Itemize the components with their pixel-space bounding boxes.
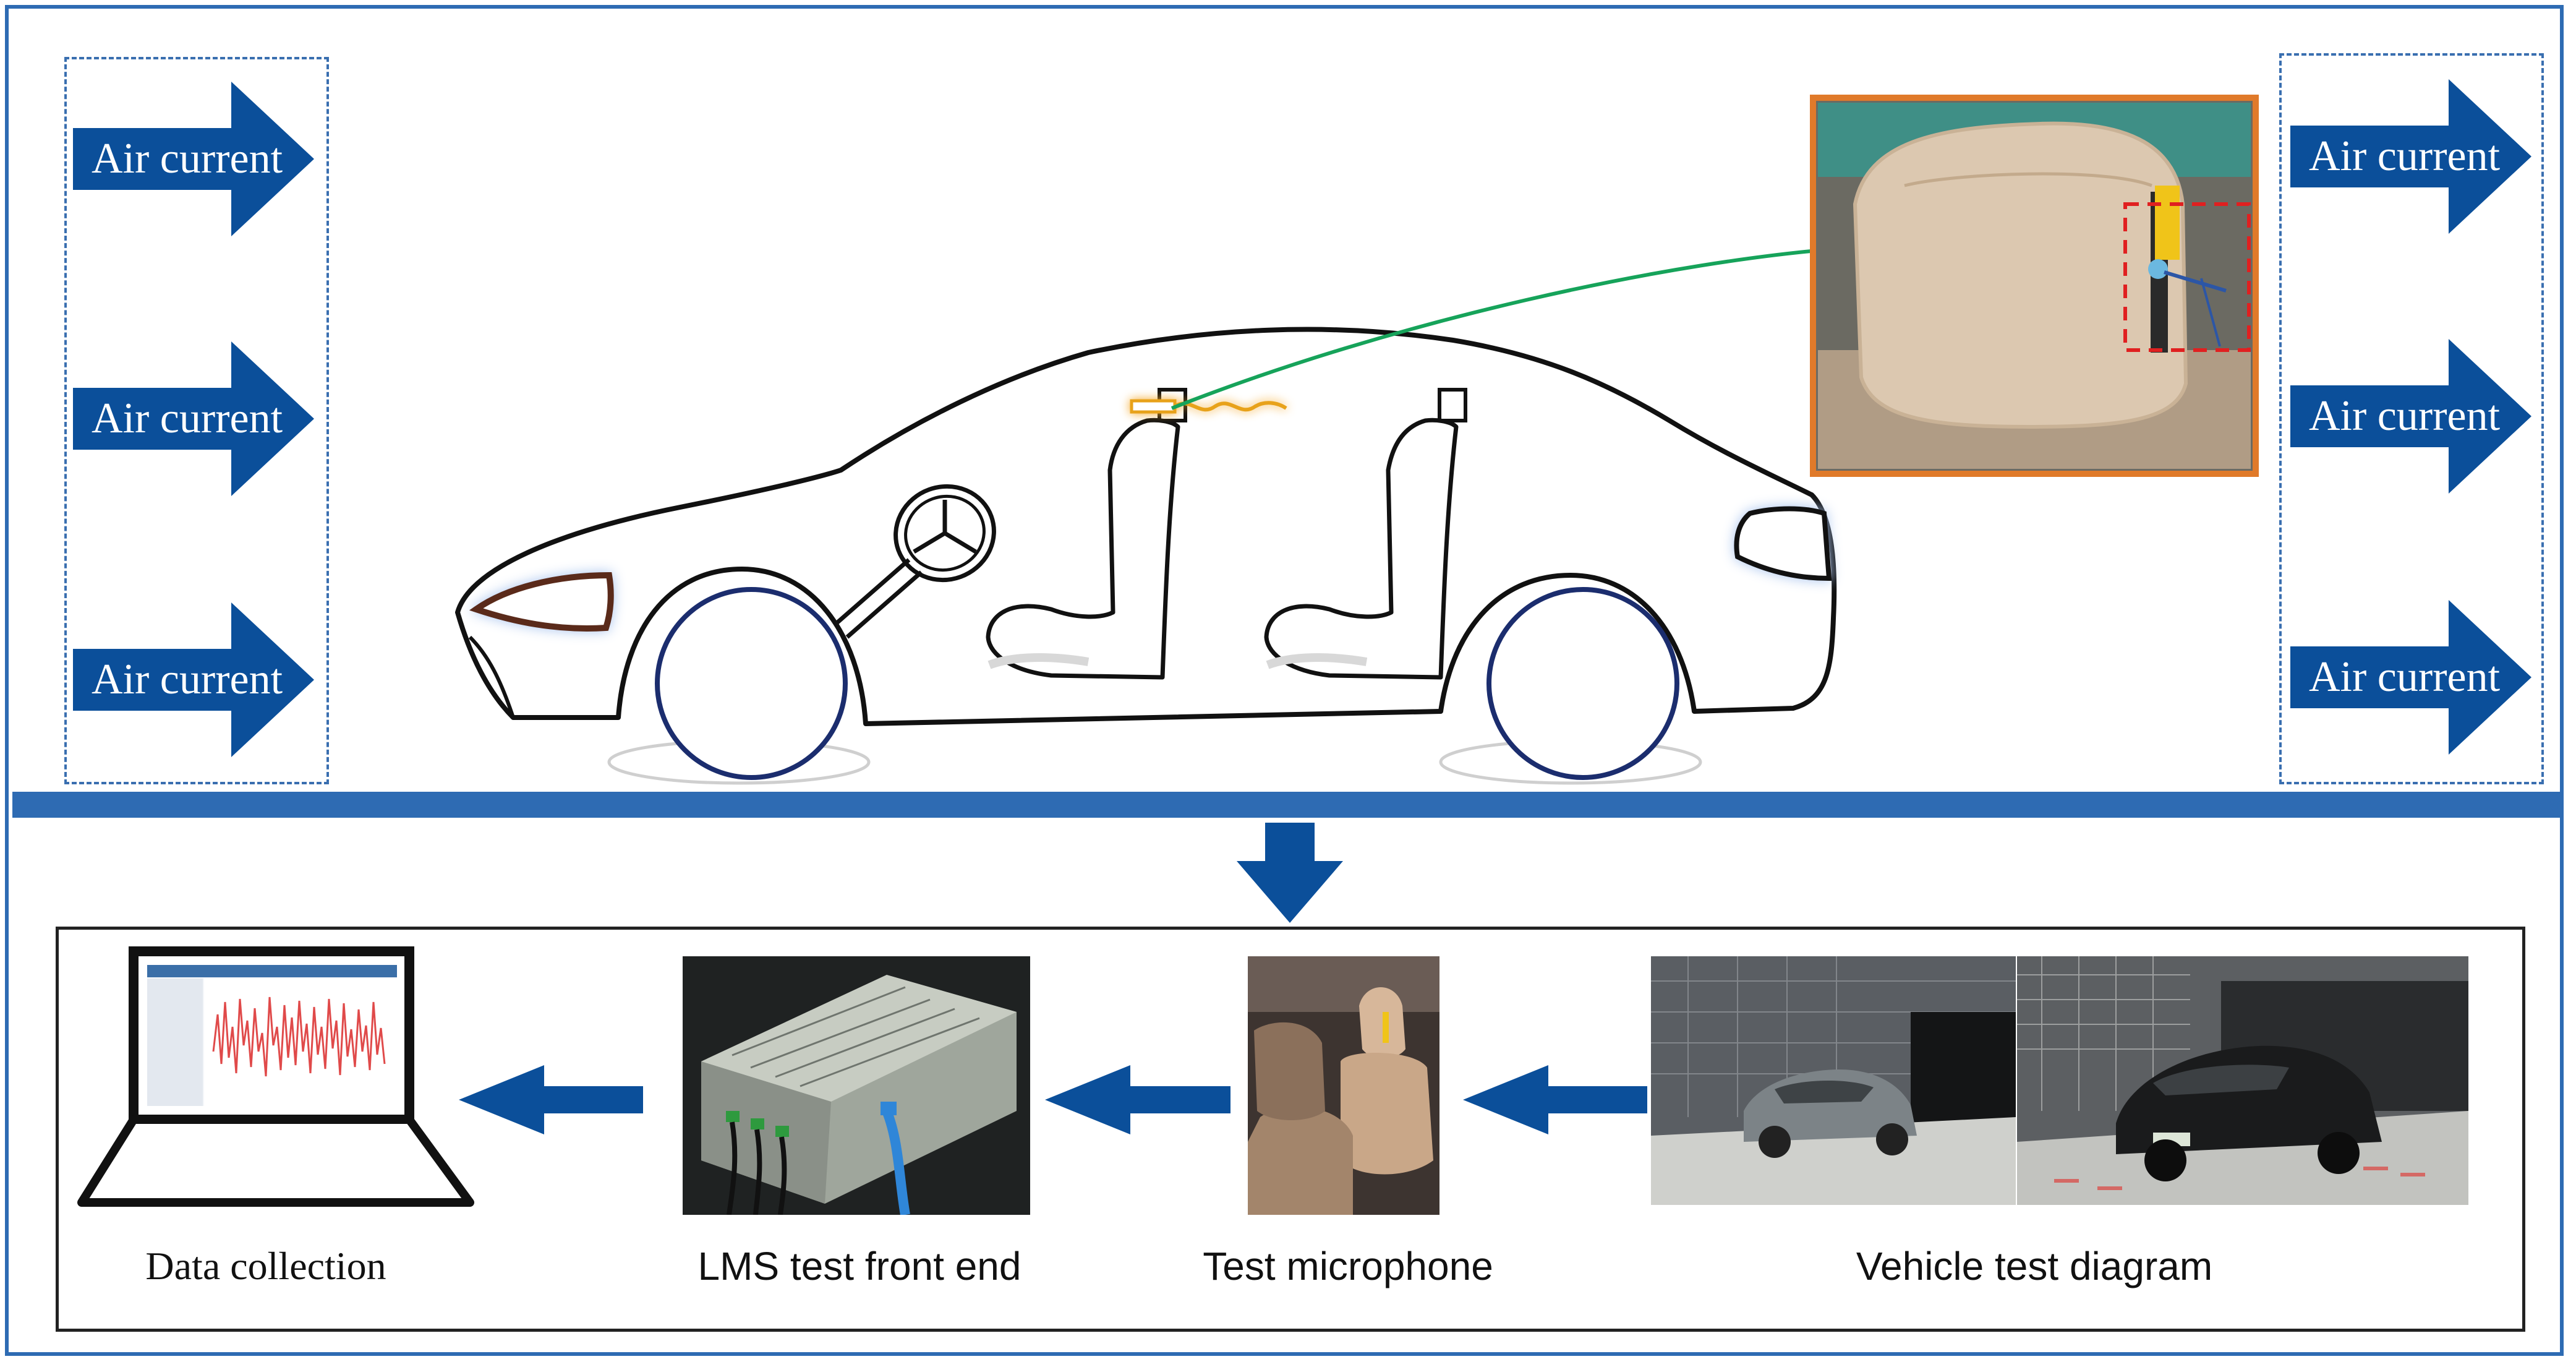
air-current-arrow: Air current: [2290, 339, 2531, 494]
test-microphone-photo: [1248, 956, 1439, 1215]
air-current-arrow: Air current: [2290, 79, 2531, 234]
caption-vehicle-test-diagram: Vehicle test diagram: [1856, 1244, 2213, 1288]
steering-wheel: [833, 484, 996, 639]
air-current-label: Air current: [2309, 392, 2501, 440]
rear-seat: [1264, 388, 1467, 680]
airflow-box-left: [64, 57, 329, 784]
front-wheel: [655, 587, 848, 780]
airflow-box-right: [2279, 53, 2544, 784]
waveform-plot: [212, 996, 386, 1077]
rear-wheel: [1486, 587, 1679, 780]
air-current-label: Air current: [92, 395, 283, 442]
air-current-arrow: Air current: [2290, 600, 2531, 755]
air-current-label: Air current: [2309, 132, 2501, 180]
test-pipeline-panel: [56, 927, 2525, 1332]
air-current-arrow: Air current: [73, 602, 314, 757]
lms-front-end-photo: [683, 956, 1030, 1215]
headlight: [469, 572, 614, 632]
caption-data-collection: Data collection: [145, 1244, 386, 1288]
car-body-outline: [455, 327, 1837, 726]
tail-light: [1734, 506, 1832, 581]
air-current-arrow: Air current: [73, 82, 314, 236]
front-bumper-line: [468, 635, 515, 718]
vehicle-sketch: [455, 95, 2259, 785]
air-current-arrow: Air current: [73, 341, 314, 496]
diagram-frame: [5, 5, 2564, 1356]
caption-lms-test-front-end: LMS test front end: [697, 1244, 1021, 1288]
vehicle-test-photo-2: [2017, 956, 2468, 1205]
air-current-label: Air current: [2309, 653, 2501, 701]
front-seat: [986, 388, 1187, 680]
caption-test-microphone: Test microphone: [1203, 1244, 1493, 1288]
air-current-label: Air current: [92, 135, 283, 182]
headrest-photo: [1810, 95, 2259, 477]
section-divider: [12, 792, 2564, 818]
air-current-label: Air current: [92, 656, 283, 703]
vehicle-test-photo-1: [1651, 956, 2016, 1205]
